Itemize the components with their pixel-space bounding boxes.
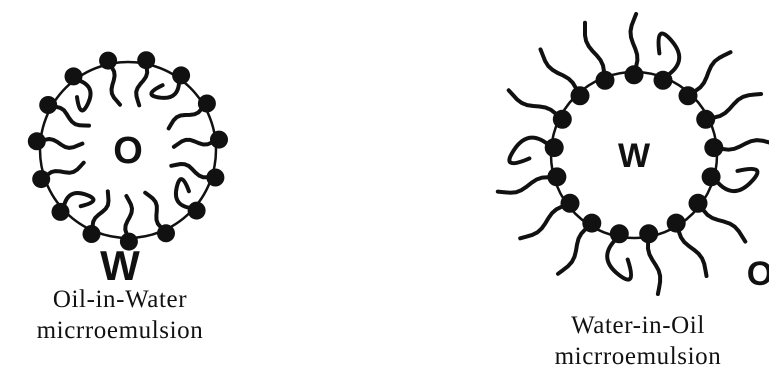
- hydrophilic-head: [689, 194, 708, 213]
- hydrophobic-tail: [125, 196, 132, 238]
- hydrophobic-tail: [45, 163, 84, 178]
- surfactant-molecule: [498, 167, 567, 192]
- caption-line-2: micrroemulsion: [528, 341, 748, 372]
- surfactant-molecule: [558, 214, 601, 274]
- hydrophobic-tail: [509, 138, 551, 164]
- hydrophobic-tail: [558, 226, 590, 274]
- hydrophilic-head: [571, 86, 590, 105]
- hydrophilic-head: [52, 203, 70, 221]
- surfactant-molecule: [520, 194, 579, 239]
- hydrophobic-tail: [93, 191, 109, 230]
- oil-in-water-caption: Oil-in-Water micrroemulsion: [20, 284, 220, 346]
- hydrophobic-tail: [171, 164, 212, 177]
- hydrophilic-head: [39, 96, 57, 114]
- hydrophobic-tail: [714, 169, 758, 191]
- outer-phase-label: O: [747, 255, 769, 293]
- hydrophobic-tail: [678, 226, 707, 276]
- hydrophilic-head: [172, 66, 190, 84]
- hydrophobic-tail: [40, 139, 82, 148]
- hydrophilic-head: [704, 138, 723, 157]
- water-in-oil-panel: W O Water-in-Oil micrroemulsion: [490, 0, 769, 377]
- water-in-oil-caption: Water-in-Oil micrroemulsion: [528, 310, 748, 372]
- inner-phase-label: W: [618, 137, 651, 175]
- hydrophobic-tail: [136, 64, 147, 106]
- hydrophilic-head: [679, 86, 698, 105]
- hydrophilic-head: [639, 224, 658, 243]
- surfactant-molecule: [704, 138, 769, 157]
- hydrophilic-head: [547, 167, 566, 186]
- hydrophilic-head: [654, 71, 673, 90]
- caption-line-1: Oil-in-Water: [20, 284, 220, 315]
- surfactant-molecule: [679, 52, 731, 105]
- hydrophilic-head: [667, 214, 686, 233]
- surfactant-molecule: [541, 49, 590, 105]
- hydrophilic-head: [28, 132, 46, 150]
- hydrophobic-tail: [541, 49, 579, 93]
- hydrophilic-head: [561, 194, 580, 213]
- hydrophilic-head: [157, 224, 175, 242]
- hydrophobic-tail: [498, 177, 554, 193]
- caption-line-2: micrroemulsion: [20, 315, 220, 346]
- surfactant-molecule: [151, 66, 190, 98]
- hydrophilic-head: [625, 65, 644, 84]
- caption-line-1: Water-in-Oil: [528, 310, 748, 341]
- hydrophobic-tail: [631, 14, 638, 72]
- hydrophobic-tail: [169, 105, 204, 128]
- hydrophilic-head: [610, 224, 629, 243]
- hydrophobic-tail: [700, 205, 745, 242]
- hydrophilic-head: [83, 225, 101, 243]
- surfactant-molecule: [607, 224, 631, 279]
- hydrophilic-head: [545, 138, 564, 157]
- hydrophobic-tail: [509, 90, 560, 118]
- surfactant-molecule: [625, 14, 644, 84]
- surfactant-molecule: [32, 163, 83, 188]
- hydrophilic-head: [596, 71, 615, 90]
- hydrophilic-head: [553, 110, 572, 129]
- hydrophilic-head: [198, 95, 216, 113]
- water-in-oil-micelle-diagram: W O: [490, 0, 769, 300]
- inner-phase-label: O: [113, 130, 143, 172]
- surfactant-molecule: [174, 131, 228, 149]
- hydrophilic-head: [206, 169, 224, 187]
- outer-phase-label: W: [100, 242, 140, 289]
- surfactant-molecule: [585, 23, 615, 90]
- surfactant-molecule: [509, 138, 563, 164]
- hydrophilic-head: [99, 52, 117, 70]
- hydrophilic-head: [702, 167, 721, 186]
- surfactant-molecule: [639, 224, 660, 294]
- surfactant-molecule: [99, 52, 120, 105]
- hydrophilic-head: [32, 170, 50, 188]
- surfactant-molecule: [689, 194, 746, 242]
- hydrophobic-tail: [145, 193, 164, 230]
- surfactant-molecule: [654, 34, 680, 90]
- oil-in-water-panel: O W Oil-in-Water micrroemulsion: [0, 0, 260, 377]
- surfactant-molecule: [169, 95, 216, 129]
- hydrophobic-tail: [174, 140, 216, 147]
- surfactant-molecule: [28, 132, 83, 150]
- hydrophilic-head: [210, 131, 228, 149]
- hydrophobic-tail: [520, 205, 568, 238]
- hydrophilic-head: [137, 51, 155, 69]
- hydrophilic-head: [696, 110, 715, 129]
- hydrophobic-tail: [109, 64, 120, 105]
- hydrophilic-head: [582, 214, 601, 233]
- surfactant-molecule: [65, 67, 91, 110]
- surfactant-molecule: [509, 90, 572, 129]
- hydrophobic-tail: [585, 23, 604, 78]
- hydrophilic-head: [65, 67, 83, 85]
- surfactant-molecule: [696, 94, 761, 129]
- surfactant-molecule: [667, 214, 707, 276]
- hydrophilic-head: [188, 202, 206, 220]
- oil-in-water-micelle-diagram: O W: [0, 0, 260, 290]
- hydrophobic-tail: [717, 140, 769, 150]
- hydrophobic-tail: [708, 94, 761, 118]
- hydrophobic-tail: [648, 237, 660, 294]
- hydrophobic-tail: [690, 52, 731, 93]
